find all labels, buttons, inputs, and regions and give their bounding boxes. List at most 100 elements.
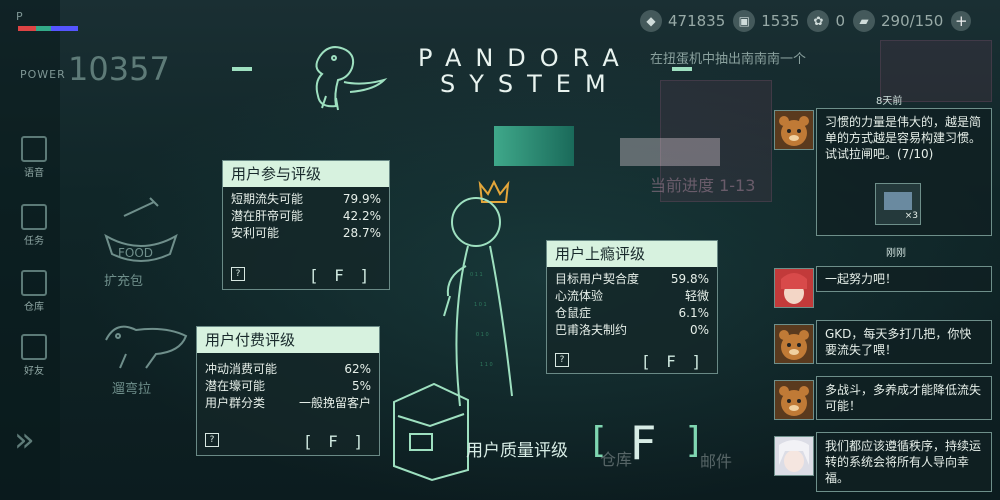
food-label: FOOD	[118, 246, 154, 260]
stat-label: 心流体验	[555, 289, 604, 303]
chat-text: GKD，每天多打几把，你快要流失了喂！	[825, 327, 972, 357]
nav-label: 好友	[24, 366, 44, 377]
fish-icon	[21, 136, 47, 162]
chat-message: GKD，每天多打几把，你快要流失了喂！	[816, 320, 992, 364]
left-sidebar	[0, 0, 60, 500]
stat-row: 短期流失可能 79.9%	[223, 191, 389, 208]
chat-message: 多战斗，多养成才能降低流失可能！	[816, 376, 992, 420]
gear-coin-icon: ✿	[807, 10, 830, 32]
whitehair-avatar[interactable]	[774, 436, 814, 476]
quality-label: 用户质量评级	[466, 441, 568, 461]
addiction-title: 用户上瘾评级	[547, 241, 717, 267]
glitch-block	[620, 138, 720, 166]
bg-mail-text: 邮件	[700, 452, 733, 471]
bear-avatar[interactable]	[774, 324, 814, 364]
chat-text: 习惯的力量是伟大的，越是简单的方式越是容易构建习惯。试试拉闸吧。(7/10)	[825, 115, 982, 161]
bg-neon-sign	[660, 80, 772, 202]
help-icon[interactable]: ?	[231, 267, 245, 281]
gem-icon: ◆	[640, 10, 662, 32]
bear-avatar[interactable]	[774, 380, 814, 420]
nav-label: 任务	[24, 236, 44, 247]
resource-stamina[interactable]: ▰ 290/150	[853, 10, 943, 32]
resource-tickets[interactable]: ▣ 1535	[733, 10, 799, 32]
stat-value: 42.2%	[342, 209, 381, 223]
expand-arrow-icon[interactable]: »	[14, 420, 35, 460]
nav-warehouse[interactable]: 仓库	[14, 270, 54, 313]
resource-bar: ◆ 471835 ▣ 1535 ✿ 0 ▰ 290/150 +	[640, 4, 1000, 38]
chat-text: 我们都应该遵循秩序，持续运转的系统会将所有人导向幸福。	[825, 439, 982, 485]
power-p-label: P	[16, 10, 23, 23]
stat-value: 一般挽留客户	[298, 396, 371, 410]
quality-grade: F	[630, 416, 657, 470]
stat-value: 0%	[689, 323, 709, 337]
dog-caption: 遛弯拉	[112, 382, 152, 397]
stat-value: 5%	[351, 379, 371, 393]
reward-count: ×3	[904, 211, 918, 221]
stat-label: 冲动消费可能	[205, 362, 278, 376]
stat-row: 潜在肝帝可能 42.2%	[223, 208, 389, 225]
nav-tasks[interactable]: 任务	[14, 204, 54, 247]
title-line1: PANDORA	[418, 44, 633, 72]
ticker-text: 在扭蛋机中抽出南南南一个	[650, 52, 807, 67]
resource-value: 0	[835, 12, 845, 30]
food-caption: 扩充包	[104, 274, 144, 289]
stat-label: 短期流失可能	[231, 192, 304, 206]
friends-icon	[21, 334, 47, 360]
nav-friends[interactable]: 好友	[14, 334, 54, 377]
grade-letter: F	[334, 266, 350, 285]
svg-text:1 0 1: 1 0 1	[474, 302, 487, 308]
stat-value: 28.7%	[342, 226, 381, 240]
payment-title: 用户付费评级	[197, 327, 379, 353]
participation-grade: [ F ]	[311, 266, 373, 285]
help-icon[interactable]: ?	[555, 353, 569, 367]
chat-timestamp: 8天前	[876, 96, 903, 107]
chat-timestamp: 刚刚	[886, 248, 906, 259]
chat-text: 多战斗，多养成才能降低流失可能！	[825, 383, 982, 413]
chat-text: 一起努力吧！	[825, 272, 898, 286]
dinosaur-mascot-icon	[315, 46, 388, 111]
stat-label: 巴甫洛夫制约	[555, 323, 628, 337]
nav-voice[interactable]: 语音	[14, 136, 54, 179]
bg-warehouse-text: 仓库	[600, 450, 633, 469]
stat-value: 79.9%	[342, 192, 381, 206]
power-value: 10357	[68, 50, 170, 88]
add-stamina-button[interactable]: +	[951, 11, 972, 31]
stat-value: 59.8%	[670, 272, 709, 286]
stat-label: 潜在肝帝可能	[231, 209, 304, 223]
stat-row: 用户群分类 一般挽留客户	[197, 395, 379, 412]
title-line2: SYSTEM	[440, 70, 620, 98]
addiction-grade: [ F ]	[643, 352, 705, 371]
payment-grade: [ F ]	[305, 432, 367, 451]
stamina-icon: ▰	[853, 10, 875, 32]
redhair-avatar[interactable]	[774, 268, 814, 308]
reward-item[interactable]: ×3	[875, 183, 921, 225]
grade-letter: F	[328, 432, 344, 451]
resource-coins[interactable]: ✿ 0	[807, 10, 845, 32]
bg-building	[880, 40, 992, 102]
matrix-stick-figure-icon: 0 1 11 0 10 1 01 1 0	[443, 179, 513, 407]
nav-label: 仓库	[24, 302, 44, 313]
help-icon[interactable]: ?	[205, 433, 219, 447]
bear-avatar[interactable]	[774, 110, 814, 150]
bracket-right: ]	[686, 420, 701, 461]
svg-text:0 1 0: 0 1 0	[476, 332, 489, 338]
stat-row: 巴甫洛夫制约 0%	[547, 322, 717, 339]
stat-label: 用户群分类	[205, 396, 266, 410]
stat-row: 心流体验轻微	[547, 288, 717, 305]
resource-gems[interactable]: ◆ 471835	[640, 10, 725, 32]
title-dash-right	[672, 67, 692, 71]
grade-letter: F	[666, 352, 682, 371]
bg-progress-text: 当前进度 1-13	[650, 176, 756, 195]
title-dash-left	[232, 67, 252, 71]
stat-label: 仓鼠症	[555, 306, 592, 320]
glitch-block	[494, 126, 574, 166]
box-icon	[21, 270, 47, 296]
dog-sketch-icon	[105, 325, 188, 369]
